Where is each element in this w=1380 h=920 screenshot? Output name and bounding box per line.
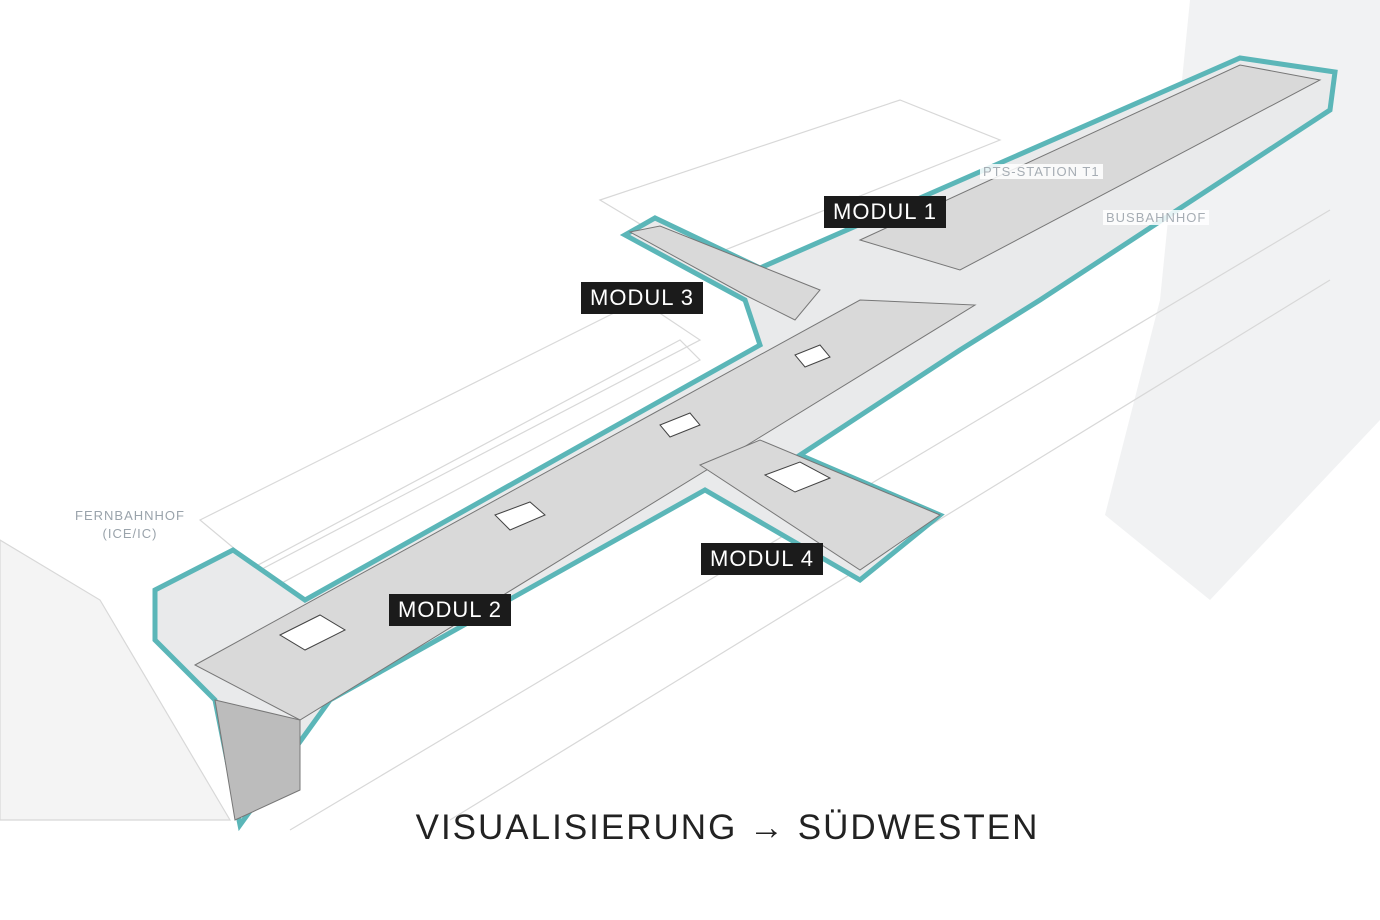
- label-fernbahnhof: FERNBAHNHOF (ICE/IC): [50, 507, 210, 543]
- label-modul-4: MODUL 4: [701, 543, 823, 575]
- label-modul-1: MODUL 1: [824, 196, 946, 228]
- label-modul-2: MODUL 2: [389, 594, 511, 626]
- label-busbahnhof: BUSBAHNHOF: [1103, 210, 1210, 225]
- label-pts-station: PTS-STATION T1: [980, 164, 1103, 179]
- fernbahnhof-name: FERNBAHNHOF: [75, 508, 185, 523]
- label-modul-3: MODUL 3: [581, 282, 703, 314]
- fernbahnhof-type: (ICE/IC): [102, 526, 158, 541]
- skylights: [278, 344, 832, 651]
- caption: VISUALISIERUNG → SÜDWESTEN: [415, 808, 1040, 847]
- background-shape: [1105, 0, 1380, 600]
